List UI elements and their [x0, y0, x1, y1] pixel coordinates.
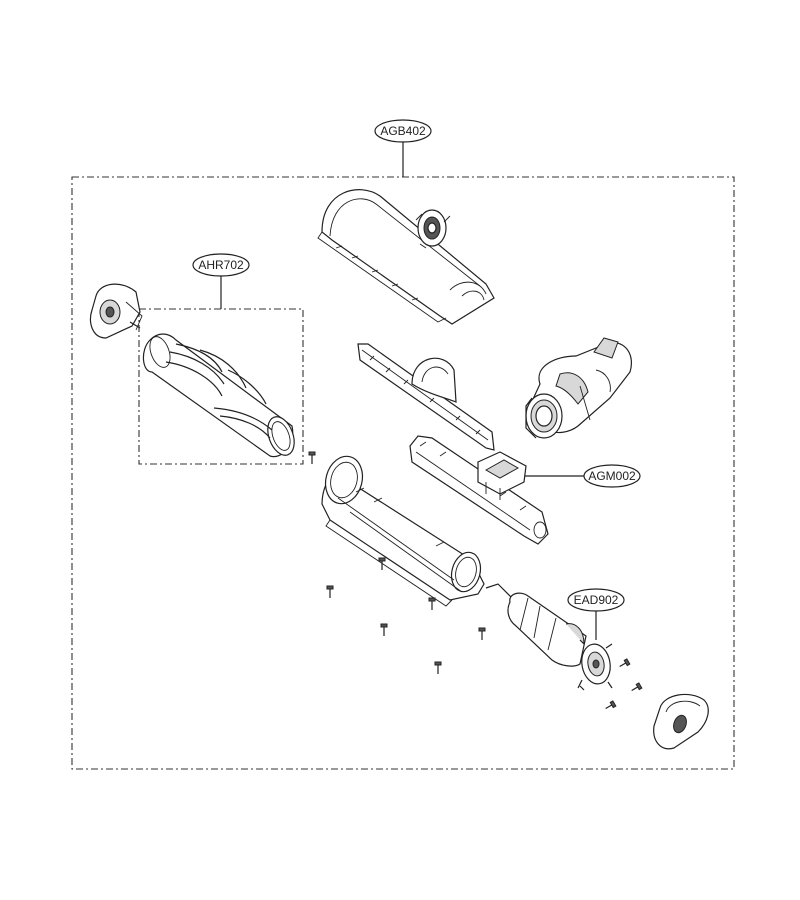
callout-agm002: AGM002 — [522, 464, 641, 488]
motor-part — [485, 583, 613, 691]
screw — [478, 627, 486, 640]
middle-plate-part — [409, 435, 549, 545]
screw — [605, 700, 617, 710]
screw — [378, 557, 386, 570]
right-end-cap-part — [653, 693, 709, 750]
top-cover-part — [317, 189, 495, 325]
screw — [380, 623, 388, 636]
left-end-cap-part — [89, 283, 143, 339]
callout-ahr702-label: AHR702 — [198, 258, 244, 272]
base-housing-part — [321, 455, 485, 607]
middle-bracket-part — [357, 343, 495, 451]
neck-joint-part — [525, 337, 632, 439]
callout-ead902: EAD902 — [567, 588, 625, 640]
screw — [434, 661, 442, 674]
screw — [631, 682, 643, 692]
screw — [428, 597, 436, 610]
callout-agb402-label: AGB402 — [380, 124, 426, 138]
callout-ahr702: AHR702 — [192, 253, 250, 309]
callout-ead902-label: EAD902 — [574, 593, 619, 607]
screw — [326, 585, 334, 598]
brush-roll-part — [142, 333, 295, 458]
screw-group — [308, 451, 643, 710]
screw — [619, 658, 631, 668]
callout-agb402: AGB402 — [374, 119, 432, 177]
screw — [308, 451, 316, 464]
callout-agm002-label: AGM002 — [588, 469, 636, 483]
